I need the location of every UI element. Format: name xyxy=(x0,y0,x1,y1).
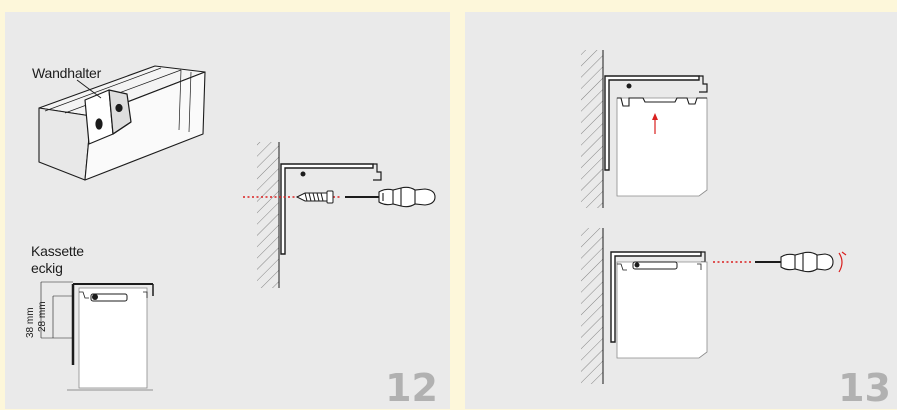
rotate-arrow xyxy=(838,251,847,273)
upper-bracket xyxy=(604,75,708,171)
step-13-illustration xyxy=(581,50,847,384)
wall-bracket-isometric xyxy=(84,89,132,145)
step-number-13: 13 xyxy=(838,366,891,410)
cassette-profile-angular xyxy=(40,281,154,391)
lift-arrow xyxy=(652,113,658,134)
screw xyxy=(295,190,334,204)
cassette-label-line2: eckig xyxy=(31,260,63,276)
screwdriver-icon xyxy=(345,186,436,208)
dimension-outer-label: 38 mm xyxy=(25,307,36,338)
upper-wall-hatched xyxy=(581,50,604,208)
step-13-panel: 13 xyxy=(465,12,897,409)
upper-cassette xyxy=(616,97,708,197)
screwdriver-icon xyxy=(755,251,834,273)
bracket-leader-line xyxy=(76,79,102,99)
cassette-box-isometric xyxy=(38,65,206,181)
mounted-bracket-side xyxy=(280,163,382,255)
step-number-12: 12 xyxy=(385,366,438,410)
cassette-label-line1: Kassette xyxy=(31,243,84,259)
bracket-label: Wandhalter xyxy=(32,65,102,81)
dimension-inner-label: 28 mm xyxy=(37,301,48,332)
wall-hatched xyxy=(257,142,280,288)
lower-assembly xyxy=(610,251,708,359)
lower-wall-hatched xyxy=(581,228,604,384)
step-12-illustration xyxy=(38,65,436,391)
step-12-panel: Wandhalter Kassette eckig 38 mm 28 mm 12 xyxy=(5,12,450,409)
